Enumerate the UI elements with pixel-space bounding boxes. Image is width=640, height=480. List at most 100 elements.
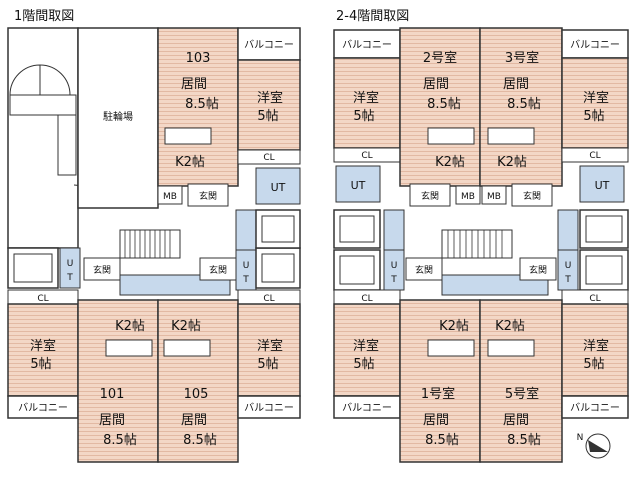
room-105-ut-label-t: T xyxy=(242,275,249,285)
room-1-ut-label-t: T xyxy=(390,275,397,285)
room-103-counter xyxy=(164,127,212,145)
room-105-western-label: 洋室 xyxy=(257,338,283,354)
room-2-living-label: 居間 xyxy=(423,77,449,92)
room-103-mb xyxy=(157,185,183,205)
room-1-closet-label: CL xyxy=(361,294,372,304)
room-2-western-size: 5帖 xyxy=(353,109,374,124)
room-3-entrance xyxy=(511,183,553,207)
room-103-number: 103 xyxy=(186,51,211,66)
room-1-number: 1号室 xyxy=(421,386,455,402)
room-3-ut-label: UT xyxy=(595,179,610,192)
room-5-western-label: 洋室 xyxy=(583,338,609,354)
entry-area xyxy=(7,27,79,249)
room-5-living xyxy=(479,299,563,463)
room-3-living xyxy=(479,27,563,187)
room-103-ut xyxy=(255,167,301,205)
bicycle-parking-label: 駐輪場 xyxy=(103,110,133,123)
room-3-closet-label: CL xyxy=(589,151,600,161)
room-105-counter xyxy=(163,339,211,357)
compass: N xyxy=(577,433,611,459)
room-101-ut-label-u: U xyxy=(67,259,74,269)
floor1-title: 1階間取図 xyxy=(14,9,74,24)
room-1-entrance xyxy=(405,257,443,281)
room-2-kitchen-label: K2帖 xyxy=(435,155,465,170)
room-103-ut-label: UT xyxy=(271,181,286,194)
room-3-mb xyxy=(481,185,507,205)
room-105-living-size: 8.5帖 xyxy=(183,433,217,448)
room-2-mb-label: MB xyxy=(461,192,475,202)
floor1-plan: 1階間取図 駐輪場 103 居間 8.5帖 K2帖 バルコニー 洋室 5帖 CL… xyxy=(7,9,301,463)
room-3-number: 3号室 xyxy=(505,50,539,66)
room-5-entrance-label: 玄関 xyxy=(529,264,547,276)
room-3-western-label: 洋室 xyxy=(583,90,609,106)
room-103-kitchen-label: K2帖 xyxy=(175,155,205,170)
room-103-western-label: 洋室 xyxy=(257,90,283,106)
room-5-western-size: 5帖 xyxy=(583,357,604,372)
room-101-ut xyxy=(59,247,81,289)
room-105-western-size: 5帖 xyxy=(257,357,278,372)
compass-label: N xyxy=(577,433,584,443)
room-103-mb-label: MB xyxy=(163,192,177,202)
room-2-balcony-label: バルコニー xyxy=(342,39,392,51)
room-5-kitchen-label: K2帖 xyxy=(495,319,525,334)
room-101-western xyxy=(7,303,79,397)
floor2-4-plan: 2-4階間取図 バルコニー 洋室 5帖 CL UT 2号室 居間 8.5帖 K2… xyxy=(333,9,629,463)
room-105-western xyxy=(237,303,301,397)
room-2-closet-label: CL xyxy=(361,151,372,161)
room-5-ut-label-t: T xyxy=(564,275,571,285)
room-3-closet xyxy=(561,147,629,163)
room-103-entrance xyxy=(187,183,229,207)
room-2-entrance-label: 玄関 xyxy=(421,190,439,202)
room-101-entrance-label: 玄関 xyxy=(93,264,111,276)
room-1-living-label: 居間 xyxy=(423,413,449,428)
room-2-ut-label: UT xyxy=(351,179,366,192)
room-5-counter xyxy=(487,339,535,357)
room-101-kitchen-label: K2帖 xyxy=(115,319,145,334)
room-1-living-size: 8.5帖 xyxy=(425,433,459,448)
room-101-western-size: 5帖 xyxy=(30,357,51,372)
room-3-counter xyxy=(487,127,535,145)
room-5-balcony xyxy=(561,395,629,419)
room-103-western xyxy=(237,59,301,151)
room-105-living-label: 居間 xyxy=(181,413,207,428)
room-5-ut-label-u: U xyxy=(565,261,572,271)
room-101-living-size: 8.5帖 xyxy=(103,433,137,448)
room-103-closet xyxy=(237,149,301,165)
staircase-2-4f xyxy=(441,229,513,259)
room-1-western xyxy=(333,303,401,397)
room-101-counter xyxy=(105,339,153,357)
room-101-balcony-label: バルコニー xyxy=(18,402,68,414)
room-101-closet-label: CL xyxy=(37,294,48,304)
room-101-living xyxy=(77,299,159,463)
bicycle-parking xyxy=(77,27,159,209)
room-101-entrance xyxy=(83,257,121,281)
room-3-kitchen-label: K2帖 xyxy=(497,155,527,170)
room-101-living-label: 居間 xyxy=(99,413,125,428)
room-2-entrance xyxy=(409,183,451,207)
floor2-4-title: 2-4階間取図 xyxy=(336,9,409,24)
room-5-entrance xyxy=(519,257,557,281)
room-5-number: 5号室 xyxy=(505,386,539,402)
room-3-entrance-label: 玄関 xyxy=(523,190,541,202)
room-101-ut-label-t: T xyxy=(66,273,73,283)
room-101-number: 101 xyxy=(100,387,125,402)
room-105-number: 105 xyxy=(184,387,209,402)
room-1-entrance-label: 玄関 xyxy=(415,264,433,276)
room-1-counter xyxy=(427,339,475,357)
room-103-living xyxy=(157,27,239,187)
room-2-western-label: 洋室 xyxy=(353,90,379,106)
room-2-mb xyxy=(455,185,481,205)
room-1-kitchen-label: K2帖 xyxy=(439,319,469,334)
room-103-living-label: 居間 xyxy=(181,77,207,92)
room-2-living-size: 8.5帖 xyxy=(427,97,461,112)
room-3-living-label: 居間 xyxy=(503,77,529,92)
room-3-ut xyxy=(579,165,625,203)
room-105-ut-label-u: U xyxy=(243,261,250,271)
room-1-western-label: 洋室 xyxy=(353,338,379,354)
room-3-balcony-label: バルコニー xyxy=(570,39,620,51)
room-5-closet-label: CL xyxy=(589,294,600,304)
room-2-balcony xyxy=(333,29,401,59)
room-103-balcony-label: バルコニー xyxy=(244,39,294,51)
room-1-balcony-label: バルコニー xyxy=(342,402,392,414)
